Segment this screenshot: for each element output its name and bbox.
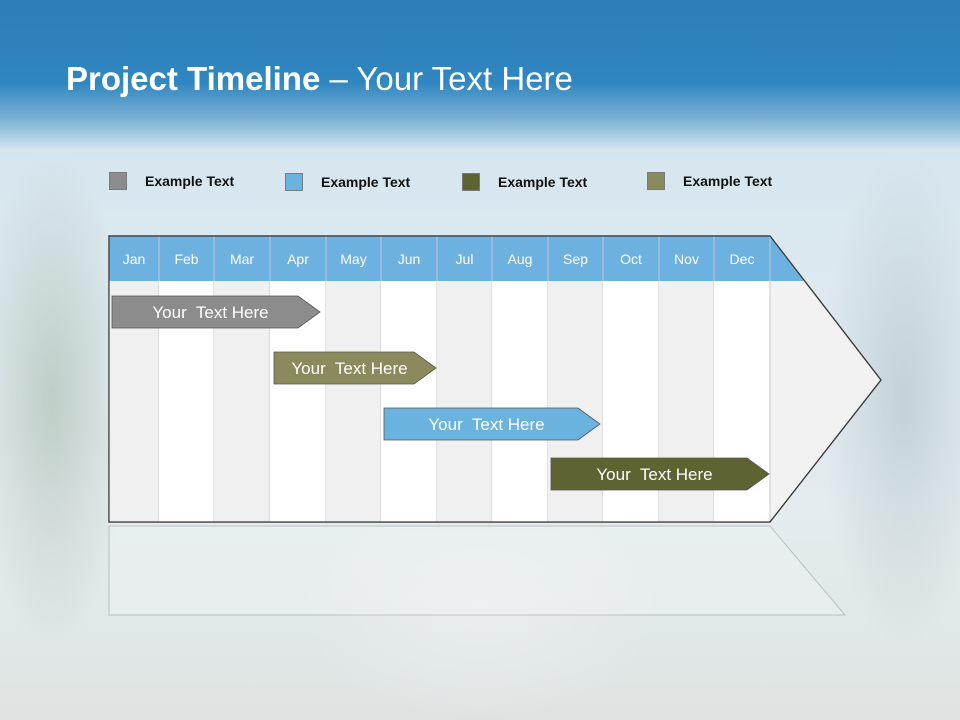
month-label-nov: Nov [674, 251, 699, 267]
month-column [326, 281, 381, 522]
month-label-feb: Feb [174, 251, 198, 267]
legend-swatch [647, 172, 665, 190]
legend-swatch [285, 173, 303, 191]
legend-item-3: Example Text [462, 172, 587, 192]
legend-item-4: Example Text [647, 171, 772, 191]
timeline-reflection [108, 525, 847, 616]
page-title: Project Timeline – Your Text Here [66, 60, 573, 98]
month-column [492, 281, 548, 522]
task-bar-label-2: Your Text Here [291, 359, 407, 378]
legend-label: Example Text [145, 173, 235, 189]
legend-label: Example Text [683, 173, 773, 189]
title-rest: – Your Text Here [320, 60, 573, 97]
legend-label: Example Text [321, 174, 411, 190]
month-label-sep: Sep [563, 251, 588, 267]
legend-swatch [462, 173, 480, 191]
background-trees [0, 150, 130, 650]
month-label-may: May [340, 251, 366, 267]
title-banner [0, 0, 960, 150]
month-label-jan: Jan [123, 251, 146, 267]
month-column [437, 281, 492, 522]
timeline-arrow-outline [108, 235, 882, 523]
task-bar-4 [550, 457, 770, 491]
month-label-apr: Apr [287, 251, 309, 267]
month-band [109, 236, 804, 281]
month-label-jul: Jul [456, 251, 474, 267]
month-label-oct: Oct [620, 251, 642, 267]
task-bar-label-3: Your Text Here [428, 415, 544, 434]
month-label-aug: Aug [508, 251, 533, 267]
task-bar-label-1: Your Text Here [152, 303, 268, 322]
task-bar-3 [383, 407, 601, 441]
month-label-mar: Mar [230, 251, 254, 267]
month-label-dec: Dec [730, 251, 755, 267]
month-column [381, 281, 437, 522]
month-label-jun: Jun [398, 251, 421, 267]
task-bar-1 [111, 295, 321, 329]
legend-label: Example Text [498, 174, 588, 190]
task-bar-2 [273, 351, 437, 385]
title-bold: Project Timeline [66, 60, 321, 97]
background-tablet-glow [300, 530, 660, 720]
legend-item-1: Example Text [109, 171, 234, 191]
task-bar-label-4: Your Text Here [596, 465, 712, 484]
legend-item-2: Example Text [285, 172, 410, 192]
month-labels: Jan Feb Mar Apr May Jun Jul Aug Sep Oct Nov Dec [123, 251, 755, 267]
legend-swatch [109, 172, 127, 190]
